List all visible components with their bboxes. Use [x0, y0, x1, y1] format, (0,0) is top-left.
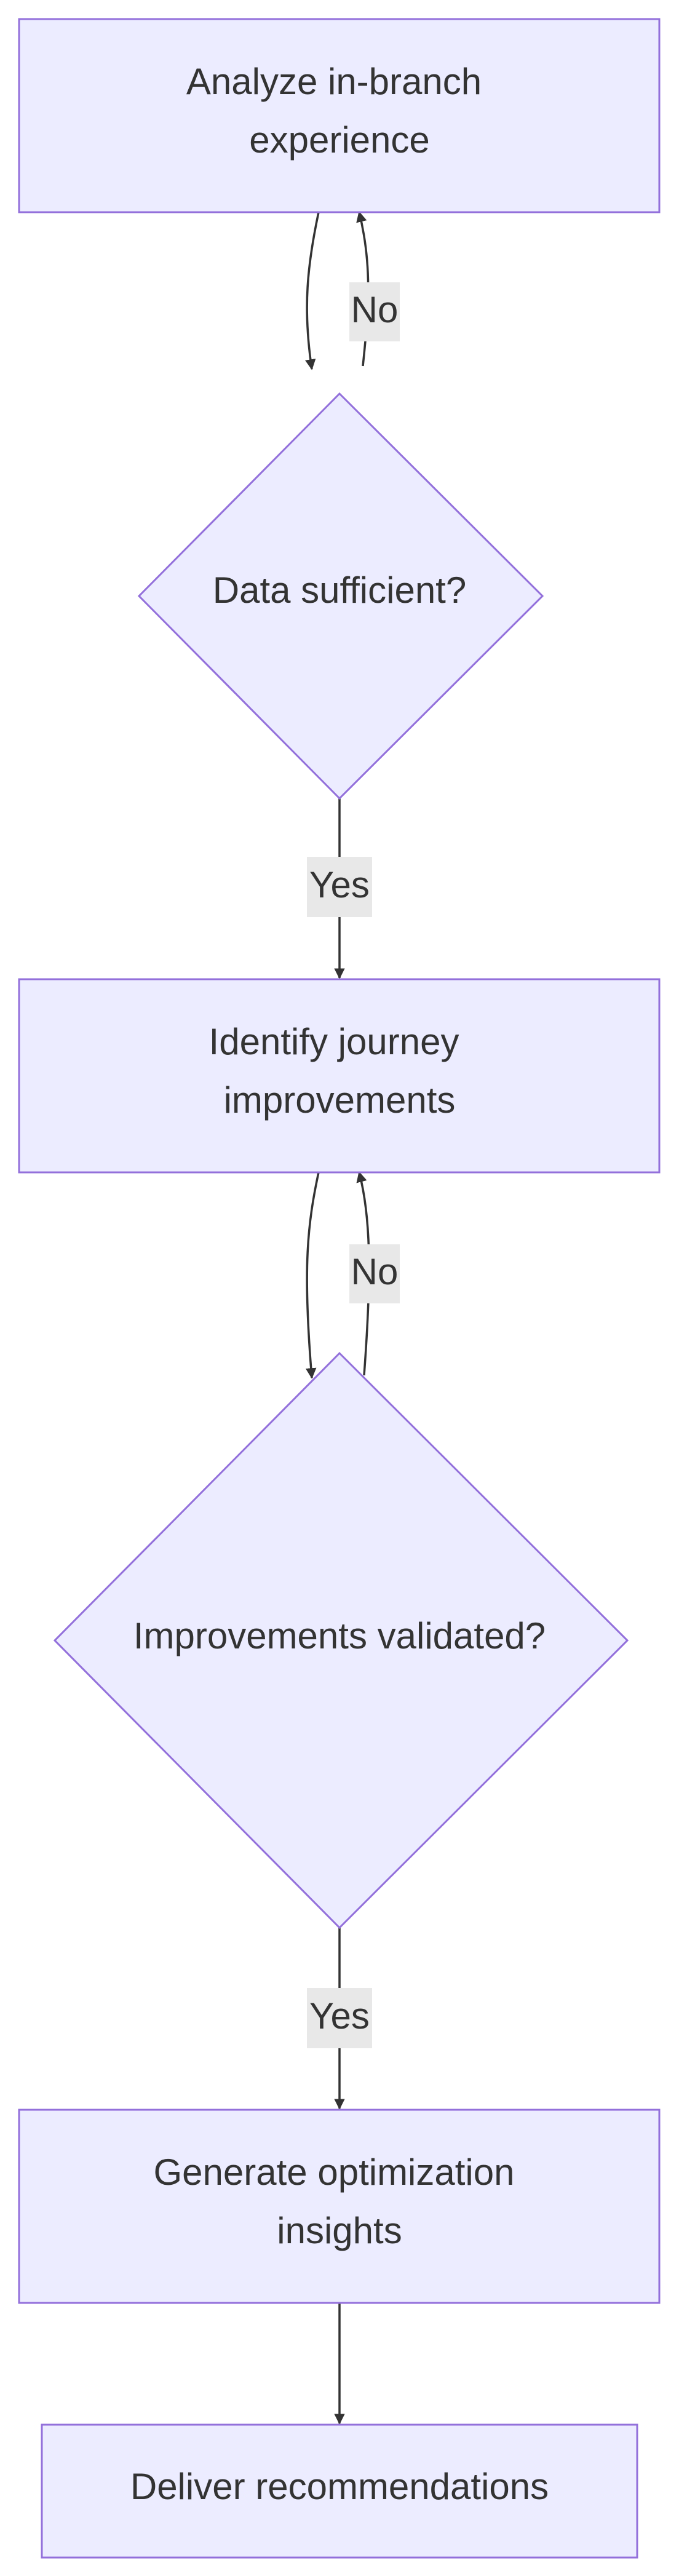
- svg-text:No: No: [351, 289, 399, 330]
- edge-label-validated-no: No: [349, 1244, 400, 1303]
- node-analyze-line-2: experience: [249, 119, 430, 161]
- node-improvements-validated-label: Improvements validated?: [133, 1615, 546, 1656]
- node-identify[interactable]: Identify journey improvements: [18, 978, 661, 1174]
- node-generate[interactable]: Generate optimization insights: [18, 2109, 661, 2304]
- svg-text:Yes: Yes: [309, 1995, 370, 2037]
- svg-text:Yes: Yes: [309, 864, 370, 905]
- edge-analyze-to-data-check: [305, 212, 320, 370]
- node-analyze-line-1: Analyze in-branch: [186, 61, 482, 102]
- node-identify-line-2: improvements: [224, 1079, 456, 1121]
- node-data-sufficient[interactable]: Data sufficient?: [137, 392, 544, 800]
- svg-text:No: No: [351, 1251, 399, 1292]
- node-improvements-validated[interactable]: Improvements validated?: [53, 1351, 629, 1930]
- edge-identify-to-validated-check: [305, 1172, 320, 1379]
- node-generate-line-2: insights: [277, 2210, 402, 2251]
- edge-label-validated-yes: Yes: [307, 1988, 372, 2048]
- edge-label-data-yes: Yes: [307, 857, 372, 917]
- node-deliver[interactable]: Deliver recommendations: [41, 2423, 638, 2559]
- node-generate-line-1: Generate optimization: [154, 2152, 515, 2193]
- node-analyze[interactable]: Analyze in-branch experience: [18, 18, 661, 213]
- node-deliver-label: Deliver recommendations: [130, 2466, 549, 2507]
- edge-label-data-no: No: [349, 282, 400, 341]
- node-data-sufficient-label: Data sufficient?: [213, 570, 466, 611]
- node-identify-line-1: Identify journey: [209, 1021, 459, 1062]
